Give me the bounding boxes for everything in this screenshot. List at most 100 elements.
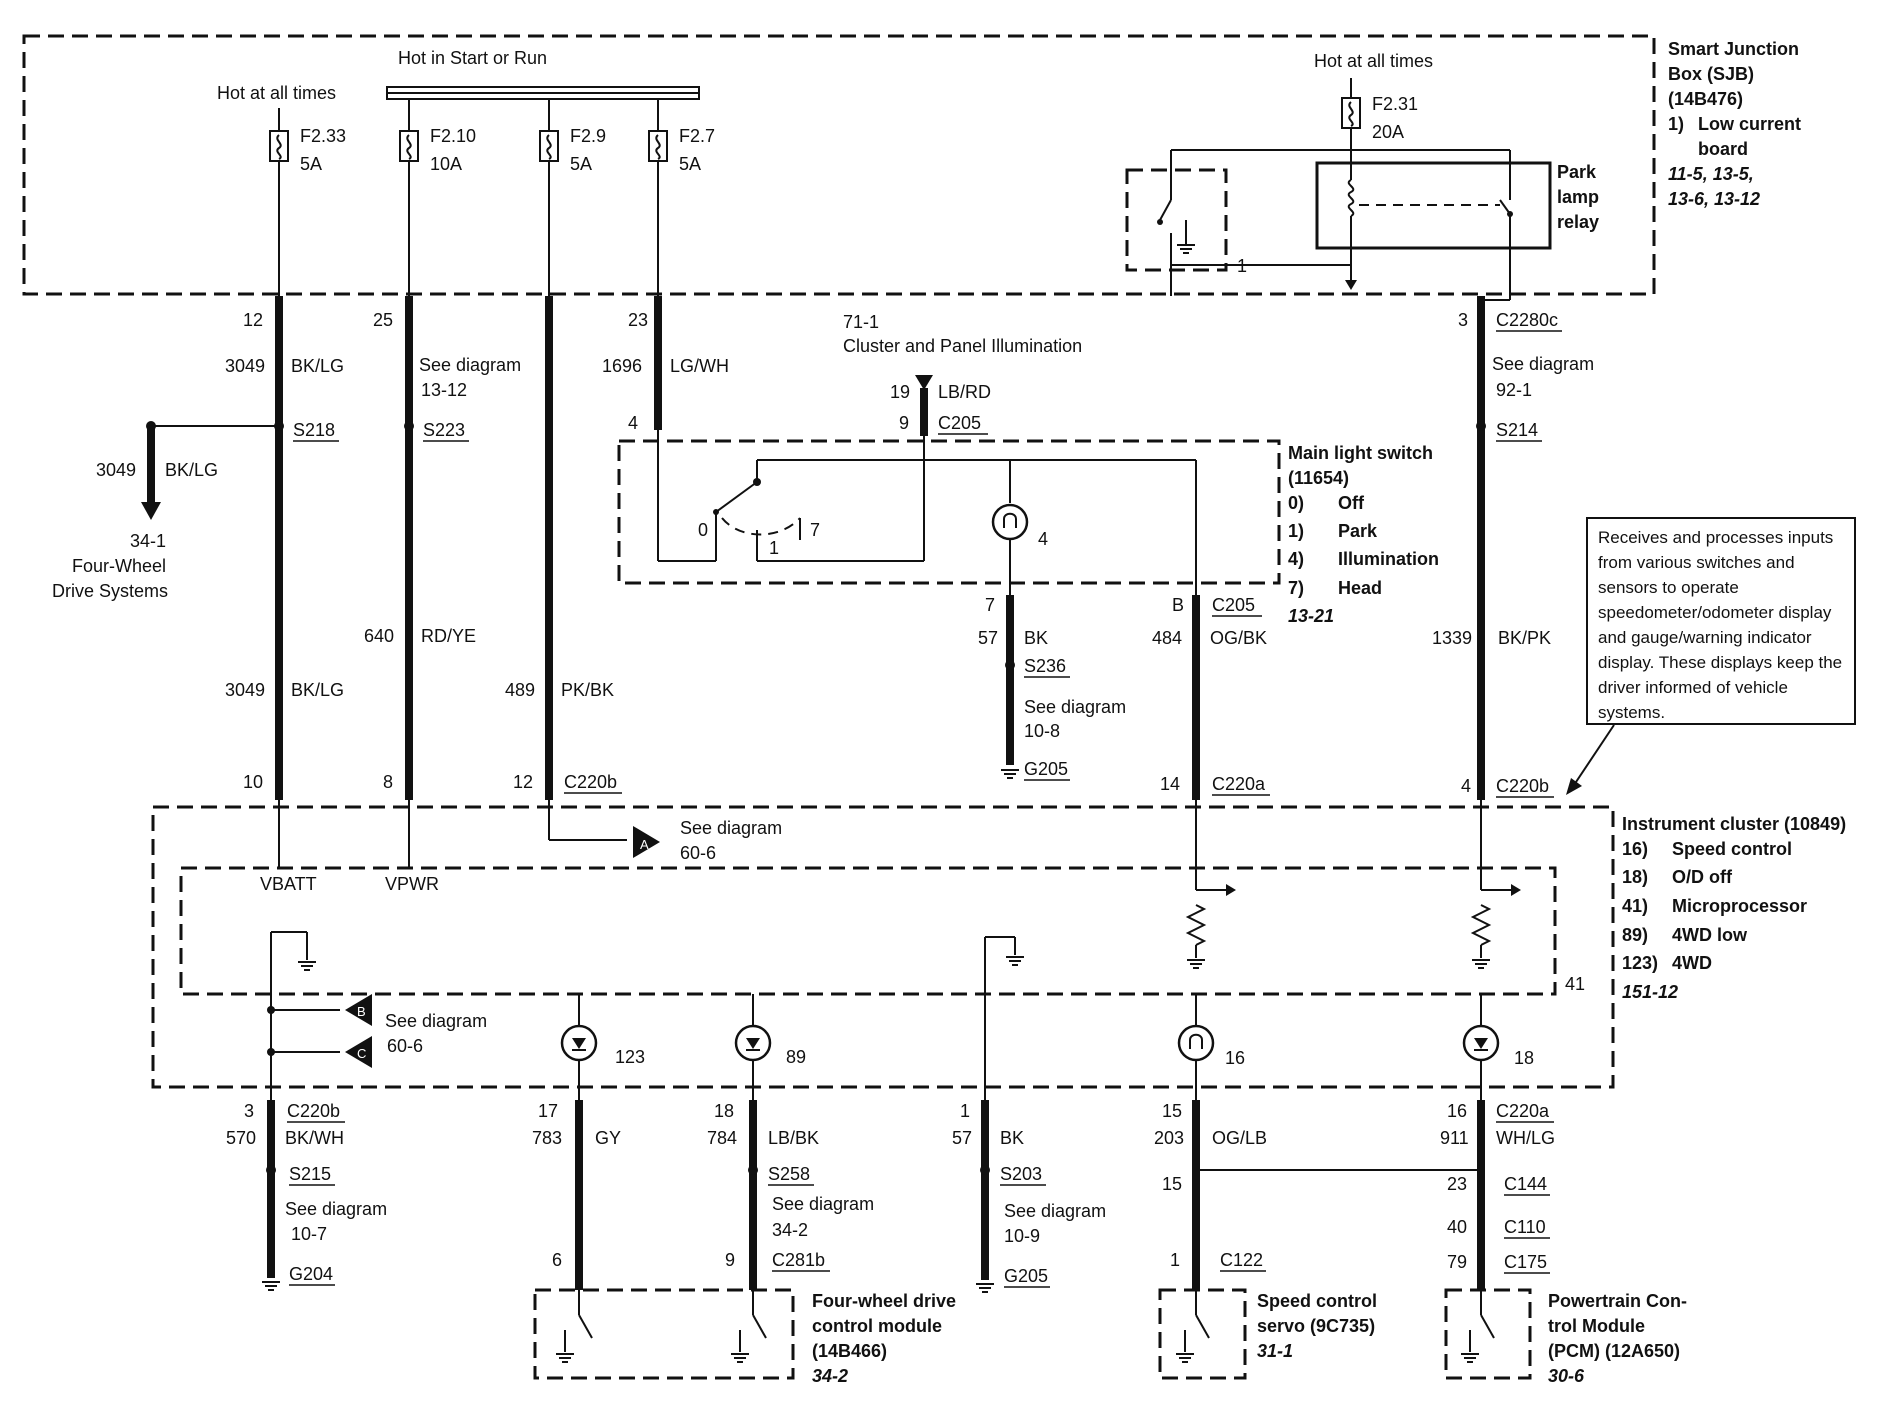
fuse-id: F2.10 xyxy=(430,126,476,146)
fuse-id: F2.9 xyxy=(570,126,606,146)
branch-ref: 34-1 xyxy=(130,531,166,551)
connector-c144: C144 xyxy=(1504,1174,1547,1194)
ground-g205: G205 xyxy=(1024,759,1068,779)
branch-circuit-num: 3049 xyxy=(96,460,136,480)
see-diagram: See diagram xyxy=(1492,354,1594,374)
sjb-ref2: 13-6, 13-12 xyxy=(1668,189,1760,209)
servo-label-2: servo (9C735) xyxy=(1257,1316,1375,1336)
fuse-f2-31: F2.31 20A xyxy=(1341,94,1418,142)
fuse-rating: 20A xyxy=(1372,122,1404,142)
see-ref-a: 60-6 xyxy=(680,843,716,863)
fwd-label-2: control module xyxy=(812,1316,942,1336)
hot-start-run-label: Hot in Start or Run xyxy=(398,48,547,68)
od-off-indicator-led-icon xyxy=(1462,1024,1500,1062)
cluster-item-num: 89) xyxy=(1622,925,1648,945)
cluster-item-label: 4WD low xyxy=(1672,925,1748,945)
relay-coil xyxy=(1347,179,1355,217)
pcm-label-3: (PCM) (12A650) xyxy=(1548,1341,1680,1361)
sjb-title: Smart Junction Box (SJB) (14B476) 1) Low… xyxy=(1668,39,1801,209)
switch-ref: 13-21 xyxy=(1288,606,1334,626)
connector-c2280c: C2280c xyxy=(1496,310,1558,330)
pin-bottom: 14 xyxy=(1160,774,1180,794)
relay-label-2: lamp xyxy=(1557,187,1599,207)
fuse-f2-9: F2.9 5A xyxy=(539,126,606,174)
pcm-label-2: trol Module xyxy=(1548,1316,1645,1336)
tag-c-text: C xyxy=(357,1046,366,1061)
connector-c122: C122 xyxy=(1220,1250,1263,1270)
fuse-rating: 5A xyxy=(570,154,592,174)
pos-label: Park xyxy=(1338,521,1378,541)
resistor-icon xyxy=(1185,904,1207,946)
wire-color: LG/WH xyxy=(670,356,729,376)
pin-label: 15 xyxy=(1162,1101,1182,1121)
connector-c220a-bottom: C220a xyxy=(1496,1101,1550,1121)
4wd-indicator-led-icon xyxy=(560,1024,598,1062)
circuit-num: 57 xyxy=(978,628,998,648)
cluster-item-label: Speed control xyxy=(1672,839,1792,859)
servo-label: Speed control servo (9C735) 31-1 xyxy=(1257,1291,1377,1361)
pin-label-2: 6 xyxy=(552,1250,562,1270)
wire-color: GY xyxy=(595,1128,621,1148)
see-ref: 10-7 xyxy=(291,1224,327,1244)
pin-c144: 23 xyxy=(1447,1174,1467,1194)
see-diagram-a: See diagram xyxy=(680,818,782,838)
wire-color: BK/PK xyxy=(1498,628,1551,648)
instrument-cluster-box xyxy=(151,805,1615,1089)
pin-bottom: 10 xyxy=(243,772,263,792)
circuit-num: 1339 xyxy=(1432,628,1472,648)
see-ref: 10-9 xyxy=(1004,1226,1040,1246)
circuit-num: 570 xyxy=(226,1128,256,1148)
wire-color: BK xyxy=(1000,1128,1024,1148)
park-relay-label: Park lamp relay xyxy=(1557,162,1599,232)
sjb-box xyxy=(22,34,1656,296)
see-diagram: See diagram xyxy=(772,1194,874,1214)
see-diagram-bc: See diagram xyxy=(385,1011,487,1031)
fwd-ref: 34-2 xyxy=(812,1366,848,1386)
pin-c110: 40 xyxy=(1447,1217,1467,1237)
fwd-module-label: Four-wheel drive control module (14B466)… xyxy=(812,1291,956,1386)
illumination-lamp-icon xyxy=(991,503,1029,541)
speed-control-lamp-icon xyxy=(1177,1024,1215,1062)
wire-color: BK/WH xyxy=(285,1128,344,1148)
connector-c281b: C281b xyxy=(772,1250,825,1270)
microprocessor-box xyxy=(179,866,1557,996)
fuse-f2-10: F2.10 10A xyxy=(399,126,476,174)
pin-label: 25 xyxy=(373,310,393,330)
see-ref: 34-2 xyxy=(772,1220,808,1240)
lamp-123-label: 123 xyxy=(615,1047,645,1067)
branch-label-2: Drive Systems xyxy=(52,581,168,601)
ground-g205b: G205 xyxy=(1004,1266,1048,1286)
circuit-num: 484 xyxy=(1152,628,1182,648)
switch-title-1: Main light switch xyxy=(1288,443,1433,463)
pos-num: 0) xyxy=(1288,493,1304,513)
hot-right-label: Hot at all times xyxy=(1314,51,1433,71)
circuit-num: 783 xyxy=(532,1128,562,1148)
lamp-4: 4 xyxy=(1038,529,1048,549)
wire-color: LB/RD xyxy=(938,382,991,402)
connector-tag-c xyxy=(345,1036,372,1068)
cluster-illumination-label: Cluster and Panel Illumination xyxy=(843,336,1082,356)
connector-c220b-right: C220b xyxy=(1496,776,1549,796)
connector-c205: C205 xyxy=(938,413,981,433)
fuse-id: F2.33 xyxy=(300,126,346,146)
see-diagram: See diagram xyxy=(285,1199,387,1219)
pin-label: 17 xyxy=(538,1101,558,1121)
cluster-item-num: 123) xyxy=(1622,953,1658,973)
fuse-rating: 5A xyxy=(300,154,322,174)
circuit-num: 640 xyxy=(364,626,394,646)
sjb-item-label2: board xyxy=(1698,139,1748,159)
wire-color: LB/BK xyxy=(768,1128,819,1148)
pcm-box xyxy=(1444,1288,1532,1380)
fwd-label-1: Four-wheel drive xyxy=(812,1291,956,1311)
wire-color: PK/BK xyxy=(561,680,614,700)
main-switch-title: Main light switch (11654) 0) Off 1) Park… xyxy=(1288,443,1439,626)
cluster-item-num: 41) xyxy=(1622,896,1648,916)
pos-label: Head xyxy=(1338,578,1382,598)
pin-label: 18 xyxy=(714,1101,734,1121)
circuit-num: 19 xyxy=(890,382,910,402)
switch-title-2: (11654) xyxy=(1288,468,1349,488)
cluster-item-num: 18) xyxy=(1622,867,1648,887)
pos-7: 7 xyxy=(810,520,820,540)
wire-color: BK/LG xyxy=(291,356,344,376)
4wd-low-indicator-led-icon xyxy=(734,1024,772,1062)
